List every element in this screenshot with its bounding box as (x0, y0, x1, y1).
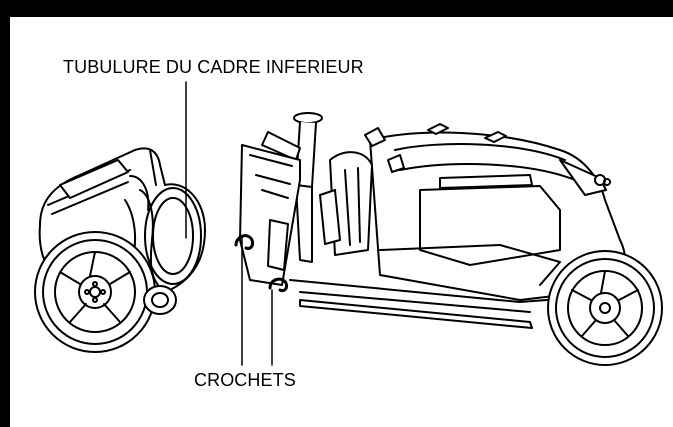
front-section (34, 147, 206, 353)
leader-lines (185, 81, 273, 366)
rear-section (234, 112, 663, 366)
frame-top-border (0, 0, 673, 17)
front-wheel (34, 231, 156, 353)
hook-left (234, 234, 254, 250)
hook-right (268, 277, 288, 293)
frame-left-border (0, 0, 10, 427)
callout-hooks: CROCHETS (194, 370, 296, 390)
rear-wheel (547, 250, 663, 366)
callout-lower-frame-tubing: TUBULURE DU CADRE INFERIEUR (63, 57, 364, 77)
